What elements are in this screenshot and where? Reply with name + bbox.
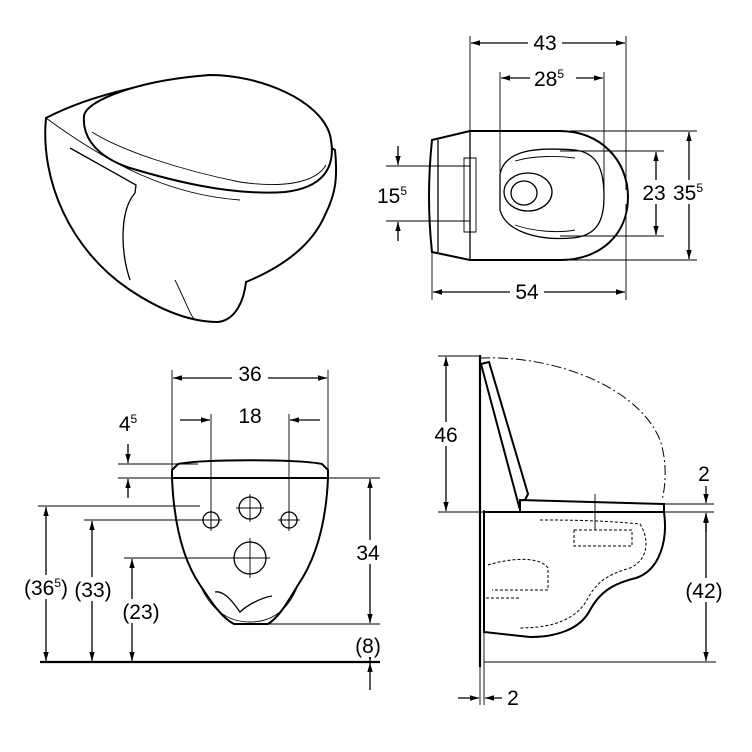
- dim-28-5-label: 285: [534, 67, 564, 91]
- dim-8-label: (8): [355, 635, 381, 658]
- perspective-view: [44, 73, 338, 324]
- dim-33-label: (33): [74, 579, 111, 602]
- dim-36-label: 36: [238, 363, 261, 386]
- dim-43-label: 43: [533, 32, 556, 55]
- side-view: 46 2 (42) 2: [428, 355, 726, 710]
- top-view: 43 285 155 23 355 54: [377, 32, 711, 304]
- dim-54-label: 54: [515, 281, 539, 304]
- dim-35-5-label: 355: [673, 181, 703, 205]
- dim-46-label: 46: [434, 424, 457, 447]
- dim-23-front-label: (23): [122, 601, 159, 624]
- dim-34-label: 34: [356, 542, 380, 565]
- dim-18-label: 18: [238, 405, 261, 428]
- dim-2-seat-label: 2: [698, 463, 710, 486]
- dim-36-5-label: (365): [24, 576, 68, 600]
- dim-15-5-label: 155: [377, 184, 407, 208]
- front-view: 36 18 45 34 (8) (365) (33): [20, 361, 388, 690]
- dim-2-wall-label: 2: [507, 687, 519, 710]
- dim-42-label: (42): [685, 580, 722, 603]
- dim-23-label: 23: [642, 182, 665, 205]
- dim-4-5-label: 45: [119, 412, 138, 436]
